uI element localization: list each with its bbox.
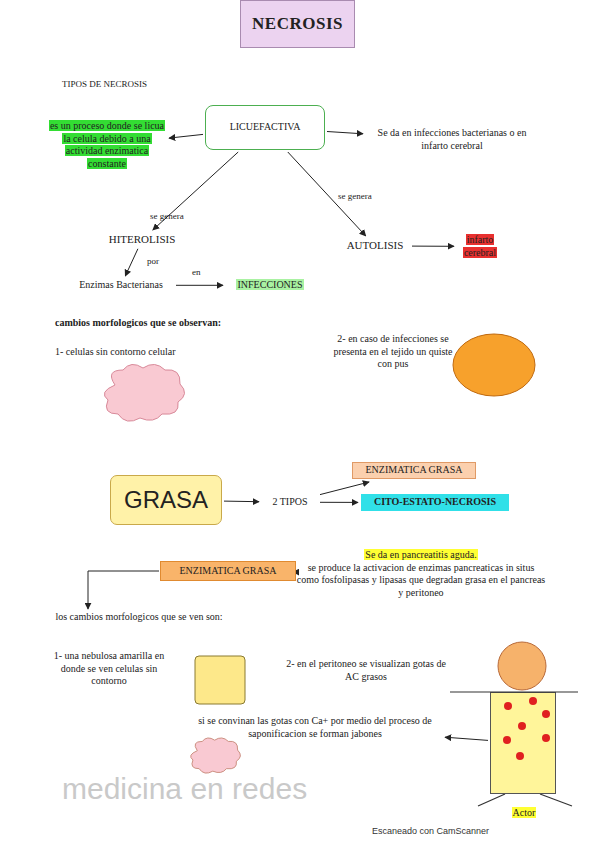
text-line: ENZIMATICA GRASA bbox=[180, 565, 277, 578]
node-text: los cambios morfologicos que se ven son: bbox=[26, 611, 252, 624]
arrow-connector bbox=[320, 482, 369, 495]
text-line: es un proceso donde se licua la celula d… bbox=[48, 120, 166, 170]
agent-term: Enzimas Bacterianas bbox=[68, 279, 174, 292]
type-box: GRASA bbox=[110, 475, 222, 525]
fat-drop bbox=[503, 736, 511, 744]
node-text: Actor bbox=[512, 807, 537, 818]
node-text: ENZIMATICA GRASA bbox=[180, 565, 277, 578]
arrow-connector bbox=[224, 501, 259, 503]
actor-legs bbox=[540, 794, 572, 806]
actor-body: Actor bbox=[490, 692, 556, 794]
title-box: NECROSIS bbox=[240, 0, 355, 48]
definition-note: es un proceso donde se licua la celula d… bbox=[48, 120, 166, 170]
section-heading: cambios morfologicos que se observan: bbox=[55, 317, 285, 330]
fat-drop bbox=[542, 734, 550, 742]
process-term: HITEROLISIS bbox=[100, 233, 184, 247]
text-line: AUTOLISIS bbox=[340, 239, 410, 253]
text-line: los cambios morfologicos que se ven son: bbox=[26, 611, 252, 624]
title-text: NECROSIS bbox=[252, 14, 343, 34]
node-text: se produce la activacion de enzimas panc… bbox=[296, 562, 546, 600]
process-term: AUTOLISIS bbox=[340, 239, 410, 253]
text-line: HITEROLISIS bbox=[100, 233, 184, 247]
edge-label: se genera bbox=[338, 191, 372, 202]
watermark: medicina en redes bbox=[62, 770, 362, 808]
cause-tag: INFECCIONES bbox=[226, 279, 314, 292]
arrow-connector bbox=[327, 132, 363, 134]
node-text: AUTOLISIS bbox=[340, 239, 410, 253]
actor-head bbox=[498, 642, 546, 690]
actor-arms bbox=[450, 691, 578, 692]
cell-cloud bbox=[104, 364, 184, 421]
text-line: si se convinan las gotas con Ca+ por med… bbox=[188, 715, 442, 740]
node-text: HITEROLISIS bbox=[100, 233, 184, 247]
callout-text: 1- celulas sin contorno celular bbox=[55, 346, 235, 359]
cause-tag: infarto cerebral bbox=[457, 234, 503, 259]
edge-label: por bbox=[147, 256, 159, 267]
node-text: CITO-ESTATO-NECROSIS bbox=[374, 496, 496, 509]
node-text: es un proceso donde se licua la celula d… bbox=[49, 120, 165, 169]
saponification-note: si se convinan las gotas con Ca+ por med… bbox=[188, 715, 442, 740]
text-line: GRASA bbox=[124, 485, 208, 515]
node-text: LICUEFACTIVA bbox=[230, 121, 301, 134]
arrow-connector bbox=[169, 134, 203, 138]
changes-heading: los cambios morfologicos que se ven son: bbox=[26, 611, 252, 624]
edge-label: en bbox=[192, 267, 201, 278]
section-heading: TIPOS DE NECROSIS bbox=[62, 79, 222, 90]
fat-drop bbox=[518, 722, 526, 730]
node-text: ENZIMATICA GRASA bbox=[366, 464, 463, 477]
node-text: Enzimas Bacterianas bbox=[68, 279, 174, 292]
node-text: GRASA bbox=[124, 485, 208, 515]
arrow-connector bbox=[125, 249, 138, 276]
fat-drop bbox=[516, 752, 524, 760]
arrow-connector bbox=[412, 246, 454, 247]
node-text: INFECCIONES bbox=[236, 279, 303, 290]
subtype-box: ENZIMATICA GRASA bbox=[352, 462, 476, 479]
text-line: INFECCIONES bbox=[226, 279, 314, 292]
callout-text: 2- en caso de infecciones se presenta en… bbox=[326, 333, 460, 371]
fat-cloud bbox=[191, 738, 241, 773]
node-text: 2 TIPOS bbox=[262, 496, 318, 509]
fat-drop bbox=[542, 710, 550, 718]
actor-legs bbox=[478, 794, 505, 806]
scanner-note: Escaneado con CamScanner bbox=[372, 826, 532, 837]
node-text: Se da en pancreatitis aguda. bbox=[364, 549, 477, 560]
edge-label: se genera bbox=[150, 211, 184, 222]
cause-note: Se da en infecciones bacterianas o en in… bbox=[366, 127, 538, 152]
pus-cyst bbox=[453, 334, 535, 396]
subtype-box: CITO-ESTATO-NECROSIS bbox=[361, 494, 509, 511]
arrow-connector bbox=[176, 285, 223, 286]
subtype-box: ENZIMATICA GRASA bbox=[160, 561, 296, 581]
fat-drop bbox=[504, 702, 512, 710]
text-line: Actor bbox=[491, 807, 557, 820]
text-line: infarto cerebral bbox=[457, 234, 503, 259]
callout-text: 1- una nebulosa amarilla en donde se ven… bbox=[44, 650, 174, 688]
node-text: Se da en infecciones bacterianas o en in… bbox=[366, 127, 538, 152]
process-box: LICUEFACTIVA bbox=[205, 105, 325, 150]
fat-drop bbox=[529, 697, 537, 705]
node-text: si se convinan las gotas con Ca+ por med… bbox=[188, 715, 442, 740]
text-line: Se da en pancreatitis aguda. bbox=[296, 549, 546, 562]
text-line: Se da en infecciones bacterianas o en in… bbox=[366, 127, 538, 152]
arrow-connector bbox=[445, 737, 488, 740]
text-line: ENZIMATICA GRASA bbox=[366, 464, 463, 477]
text-line: Enzimas Bacterianas bbox=[68, 279, 174, 292]
text-line: LICUEFACTIVA bbox=[230, 121, 301, 134]
arrow-connector bbox=[320, 502, 358, 503]
text-line: se produce la activacion de enzimas panc… bbox=[296, 562, 546, 600]
node-text: infarto cerebral bbox=[463, 234, 497, 258]
count-term: 2 TIPOS bbox=[262, 496, 318, 509]
text-line: 2 TIPOS bbox=[262, 496, 318, 509]
cause-note: Se da en pancreatitis aguda. se produce l… bbox=[296, 549, 546, 599]
callout-text: 2- en el peritoneo se visualizan gotas d… bbox=[284, 658, 448, 683]
text-line: CITO-ESTATO-NECROSIS bbox=[374, 496, 496, 509]
arrow-connector bbox=[88, 571, 159, 609]
fat-square bbox=[195, 656, 245, 704]
